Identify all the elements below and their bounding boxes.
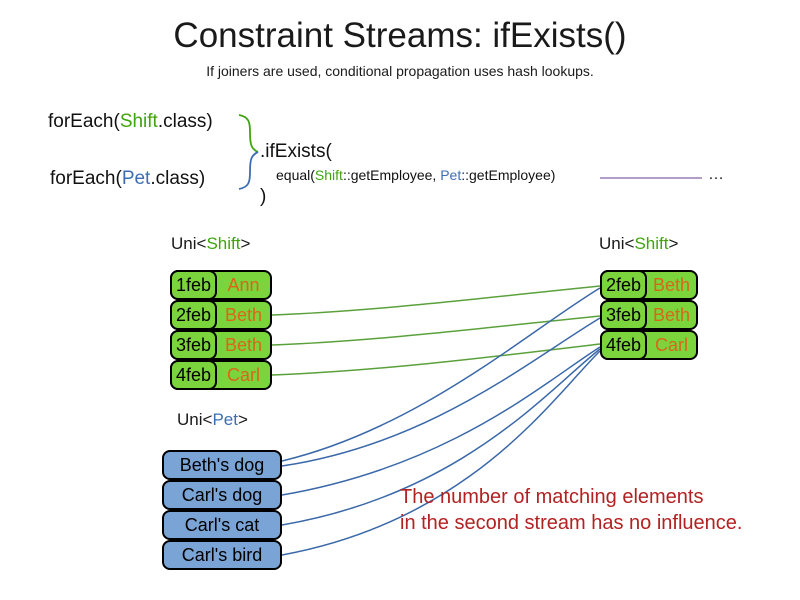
lookup-line-beths-dog-2feb bbox=[281, 287, 601, 462]
code-ifexists: .ifExists( bbox=[260, 141, 332, 162]
shift-employee: Ann bbox=[227, 274, 260, 295]
code-text: ::getEmployee, bbox=[342, 167, 441, 183]
note-text: The number of matching elements in the s… bbox=[400, 484, 742, 536]
shift-employee: Carl bbox=[227, 364, 261, 385]
note-line-2: in the second stream has no influence. bbox=[400, 512, 743, 534]
shift-row-3feb-beth: 3feb Beth bbox=[170, 330, 272, 360]
shift-employee: Beth bbox=[653, 304, 691, 325]
lookup-line-carls-bird-4feb bbox=[281, 350, 601, 556]
right-uni-shift-label: Uni<Shift> bbox=[599, 234, 678, 254]
label-text: > bbox=[668, 234, 679, 253]
shift-row-1feb-ann: 1feb Ann bbox=[170, 270, 272, 300]
shift-date: 3feb bbox=[170, 330, 218, 360]
shift-date: 2feb bbox=[600, 270, 648, 300]
code-foreach-shift: forEach(Shift.class) bbox=[48, 111, 213, 133]
pet-type-token: Pet bbox=[212, 410, 238, 429]
note-line-1: The number of matching elements bbox=[400, 486, 704, 508]
pet-table: Beth's dog Carl's dog Carl's cat Carl's … bbox=[162, 450, 282, 570]
shift-row-4feb-carl: 4feb Carl bbox=[600, 330, 698, 360]
code-text: .class) bbox=[157, 111, 213, 132]
pet-class-token: Pet bbox=[121, 168, 151, 189]
label-text: > bbox=[240, 234, 251, 253]
code-text: forEach( bbox=[50, 168, 122, 189]
match-line-shift-3feb bbox=[271, 315, 601, 346]
shift-employee: Carl bbox=[655, 334, 689, 355]
shift-employee: Beth bbox=[225, 304, 263, 325]
page-title: Constraint Streams: ifExists() bbox=[173, 16, 627, 55]
pet-class-token: Pet bbox=[440, 167, 462, 183]
pet-row-carls-dog: Carl's dog bbox=[162, 480, 282, 510]
match-line-shift-4feb bbox=[271, 343, 601, 376]
label-text: Uni< bbox=[599, 234, 635, 253]
shift-employee: Beth bbox=[653, 274, 691, 295]
shift-employee: Beth bbox=[225, 334, 263, 355]
shift-date: 4feb bbox=[600, 330, 648, 360]
label-text: > bbox=[237, 410, 248, 429]
shift-type-token: Shift bbox=[634, 234, 669, 253]
ellipsis: … bbox=[708, 166, 724, 183]
code-text: forEach( bbox=[48, 111, 120, 132]
shift-type-token: Shift bbox=[206, 234, 241, 253]
pet-row-beths-dog: Beth's dog bbox=[162, 450, 282, 480]
shift-row-2feb-beth: 2feb Beth bbox=[170, 300, 272, 330]
code-text: equal( bbox=[276, 167, 315, 183]
pet-row-carls-cat: Carl's cat bbox=[162, 510, 282, 540]
shift-date: 4feb bbox=[170, 360, 218, 390]
subtitle: If joiners are used, conditional propaga… bbox=[206, 63, 594, 79]
label-text: Uni< bbox=[177, 410, 213, 429]
lookup-line-beths-dog-3feb bbox=[281, 317, 601, 467]
code-equal-joiner: equal(Shift::getEmployee, Pet::getEmploy… bbox=[276, 167, 555, 183]
shift-date: 3feb bbox=[600, 300, 648, 330]
brace-bottom-blue bbox=[238, 151, 259, 190]
shift-row-4feb-carl: 4feb Carl bbox=[170, 360, 272, 390]
uni-pet-label: Uni<Pet> bbox=[177, 410, 248, 430]
label-text: Uni< bbox=[171, 234, 207, 253]
code-close-paren: ) bbox=[260, 186, 267, 207]
shift-date: 2feb bbox=[170, 300, 218, 330]
code-text: ::getEmployee) bbox=[461, 167, 556, 183]
pet-row-carls-bird: Carl's bird bbox=[162, 540, 282, 570]
shift-class-token: Shift bbox=[119, 111, 158, 132]
brace-top-green bbox=[238, 114, 259, 153]
match-line-shift-2feb bbox=[271, 285, 601, 316]
lookup-line-carls-dog-4feb bbox=[281, 346, 601, 496]
left-uni-shift-label: Uni<Shift> bbox=[171, 234, 250, 254]
shift-date: 1feb bbox=[170, 270, 218, 300]
lookup-line-carls-cat-4feb bbox=[281, 348, 601, 526]
code-foreach-pet: forEach(Pet.class) bbox=[50, 168, 205, 190]
shift-class-token: Shift bbox=[314, 167, 343, 183]
code-text: .class) bbox=[150, 168, 206, 189]
